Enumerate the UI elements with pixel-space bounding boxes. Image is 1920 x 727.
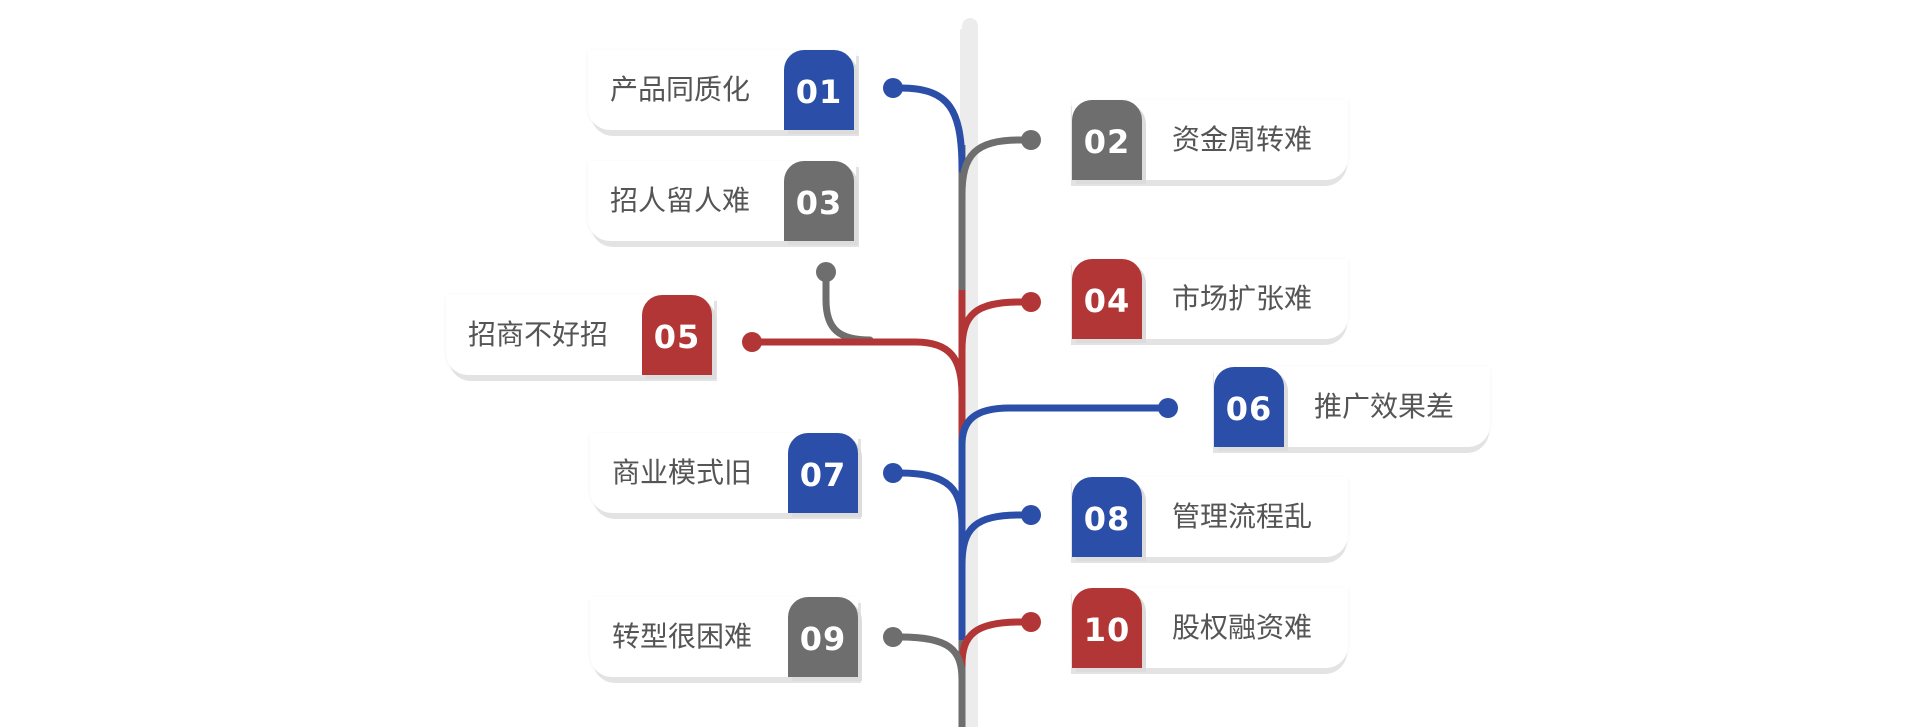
trunk-knob — [962, 18, 978, 34]
branch-08-dot — [1021, 505, 1041, 525]
branch-02 — [958, 136, 1034, 199]
card-01-number: 01 — [784, 50, 854, 130]
card-02-number: 02 — [1072, 100, 1142, 180]
card-03: 招人留人难 03 — [588, 161, 856, 241]
branch-10 — [958, 618, 1034, 669]
branch-10-dot — [1021, 612, 1041, 632]
card-04-label: 市场扩张难 — [1172, 283, 1313, 314]
branch-05-dot — [742, 332, 762, 352]
branch-04-dot — [1021, 292, 1041, 312]
card-05: 招商不好招 05 — [446, 295, 714, 375]
card-05-label: 招商不好招 — [468, 319, 609, 350]
branch-09-dot — [883, 627, 903, 647]
card-10-label: 股权融资难 — [1172, 612, 1313, 643]
branch-01 — [889, 84, 966, 174]
card-09-label: 转型很困难 — [612, 621, 753, 652]
card-10-number: 10 — [1072, 588, 1142, 668]
branch-04 — [958, 298, 1034, 354]
branch-03 — [822, 268, 874, 344]
branch-06-dot — [1158, 398, 1178, 418]
branch-08 — [958, 511, 1034, 569]
branch-05 — [748, 338, 966, 399]
card-08: 08 管理流程乱 — [1072, 477, 1348, 557]
branch-09 — [889, 633, 966, 727]
card-06: 06 推广效果差 — [1214, 367, 1490, 447]
card-10: 10 股权融资难 — [1072, 588, 1348, 668]
card-02-label: 资金周转难 — [1172, 124, 1313, 155]
card-04: 04 市场扩张难 — [1072, 259, 1348, 339]
branch-07-dot — [883, 463, 903, 483]
card-02: 02 资金周转难 — [1072, 100, 1348, 180]
branch-02-dot — [1021, 130, 1041, 150]
card-06-label: 推广效果差 — [1314, 391, 1455, 422]
branch-07 — [889, 469, 966, 529]
card-09-number: 09 — [788, 597, 858, 677]
card-07-number: 07 — [788, 433, 858, 513]
card-04-number: 04 — [1072, 259, 1142, 339]
card-03-label: 招人留人难 — [610, 185, 751, 216]
card-08-number: 08 — [1072, 477, 1142, 557]
card-06-number: 06 — [1214, 367, 1284, 447]
card-05-number: 05 — [642, 295, 712, 375]
card-08-label: 管理流程乱 — [1172, 501, 1313, 532]
branch-01-dot — [883, 78, 903, 98]
card-01: 产品同质化 01 — [588, 50, 856, 130]
card-09: 转型很困难 09 — [590, 597, 858, 677]
card-03-number: 03 — [784, 161, 854, 241]
card-01-label: 产品同质化 — [610, 74, 751, 105]
card-07: 商业模式旧 07 — [590, 433, 858, 513]
branch-03-dot — [816, 262, 836, 282]
card-07-label: 商业模式旧 — [612, 457, 753, 488]
branch-06 — [958, 404, 1172, 449]
